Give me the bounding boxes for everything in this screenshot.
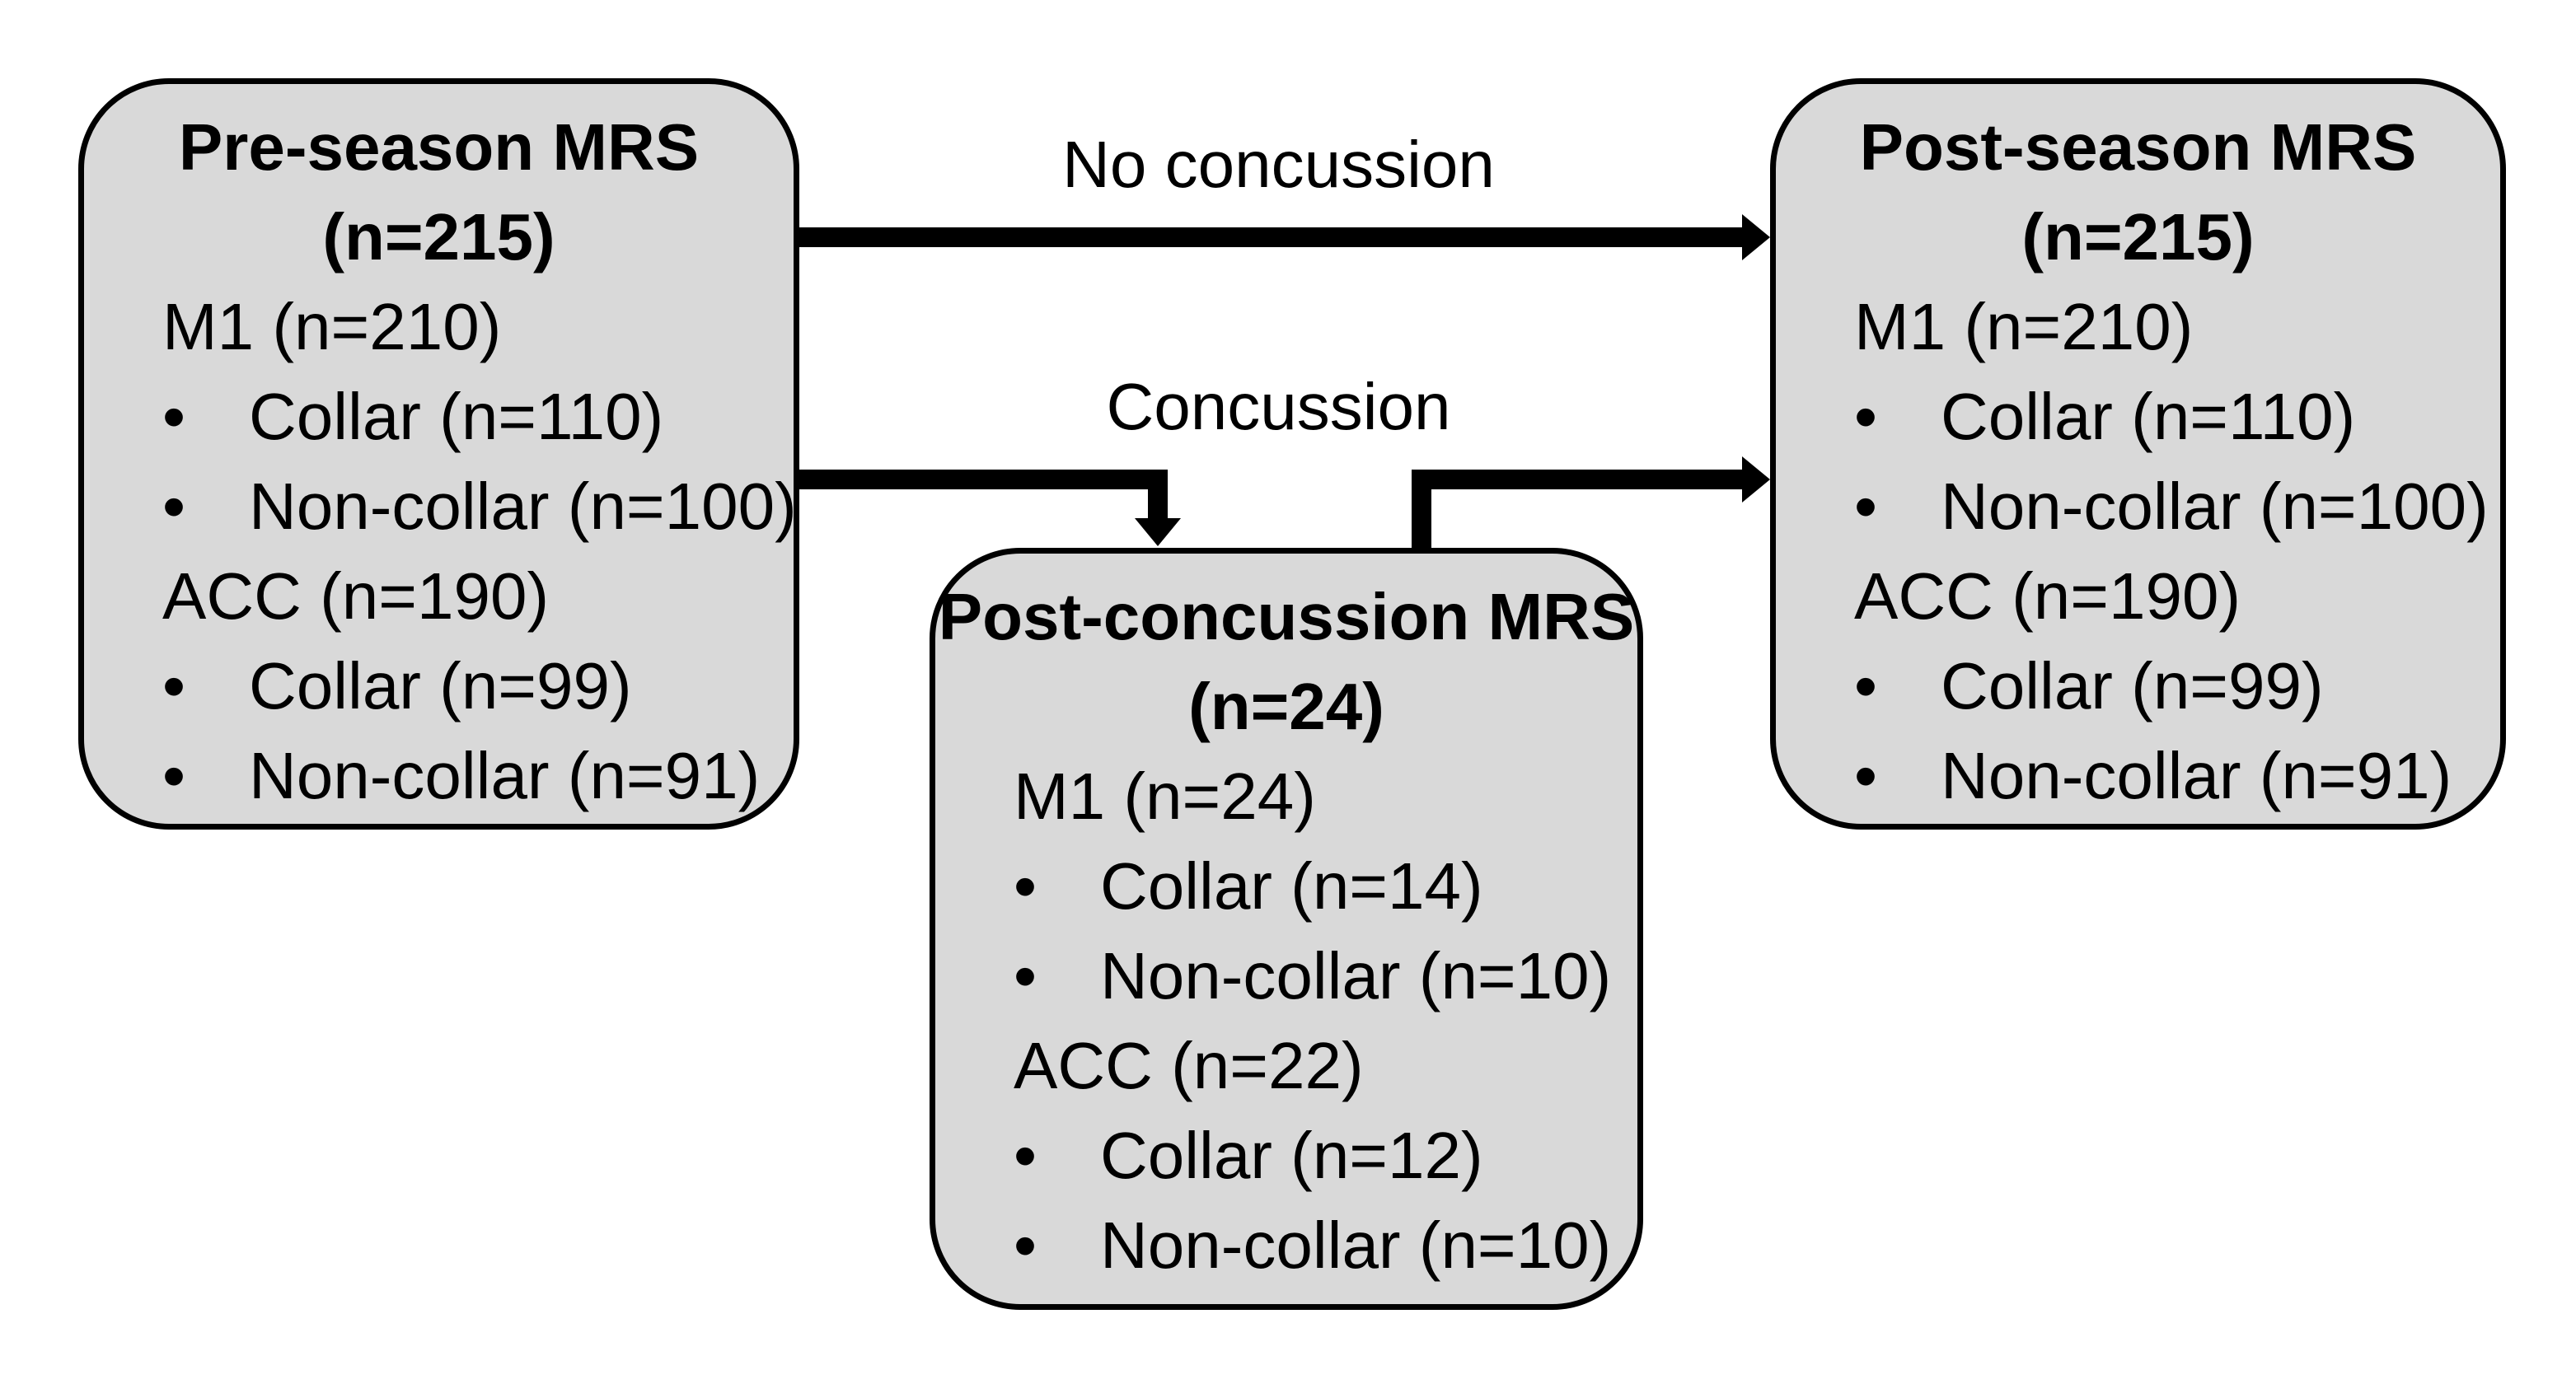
list-item-text: Collar (n=110) bbox=[249, 380, 664, 453]
bullet-icon: • bbox=[162, 380, 186, 453]
list-item-text: Collar (n=110) bbox=[1941, 380, 2356, 453]
list-item: M1 (n=210) bbox=[1776, 282, 2500, 372]
list-item-text: M1 (n=210) bbox=[1854, 290, 2194, 363]
bullet-icon: • bbox=[162, 649, 186, 722]
list-item: • Collar (n=110) bbox=[84, 372, 794, 461]
box-post-concussion-title: Post-concussion MRS bbox=[938, 580, 1635, 653]
no-concussion-arrow-shaft bbox=[787, 227, 1745, 247]
box-post-season: Post-season MRS (n=215) M1 (n=210) • Coll… bbox=[1770, 78, 2506, 830]
list-item: • Non-collar (n=10) bbox=[935, 931, 1637, 1021]
list-item: ACC (n=190) bbox=[84, 551, 794, 641]
box-post-season-subtitle: (n=215) bbox=[2021, 200, 2255, 274]
list-item: • Non-collar (n=91) bbox=[1776, 731, 2500, 821]
list-item-text: M1 (n=210) bbox=[162, 290, 502, 363]
list-item-text: M1 (n=24) bbox=[1014, 760, 1316, 833]
concussion-return-arrowhead-icon bbox=[1742, 456, 1770, 503]
concussion-down-arrow bbox=[787, 470, 1181, 546]
list-item: • Collar (n=12) bbox=[935, 1110, 1637, 1200]
list-item: • Non-collar (n=10) bbox=[935, 1200, 1637, 1290]
list-item-text: Non-collar (n=100) bbox=[249, 470, 797, 543]
concussion-return-arrow bbox=[1412, 456, 1770, 554]
bullet-icon: • bbox=[1014, 849, 1037, 923]
list-item-text: ACC (n=190) bbox=[1854, 559, 2241, 633]
list-item: ACC (n=190) bbox=[1776, 551, 2500, 641]
bullet-icon: • bbox=[162, 470, 186, 543]
list-item-text: ACC (n=190) bbox=[162, 559, 550, 633]
box-post-concussion: Post-concussion MRS (n=24) M1 (n=24) • Co… bbox=[930, 548, 1643, 1310]
list-item-text: Collar (n=99) bbox=[1941, 649, 2324, 722]
list-item: • Collar (n=99) bbox=[84, 641, 794, 731]
list-item: M1 (n=24) bbox=[935, 751, 1637, 841]
bullet-icon: • bbox=[1854, 380, 1878, 453]
list-item-text: Non-collar (n=91) bbox=[1941, 739, 2452, 812]
bullet-icon: • bbox=[1014, 1209, 1037, 1282]
list-item-text: Collar (n=12) bbox=[1100, 1119, 1483, 1192]
no-concussion-arrow bbox=[787, 214, 1770, 260]
list-item-text: Non-collar (n=10) bbox=[1100, 939, 1612, 1012]
list-item-text: Non-collar (n=91) bbox=[249, 739, 761, 812]
list-item: • Non-collar (n=100) bbox=[84, 461, 797, 551]
list-item-text: ACC (n=22) bbox=[1014, 1029, 1364, 1102]
list-item-text: Non-collar (n=100) bbox=[1941, 470, 2489, 543]
bullet-icon: • bbox=[1854, 649, 1878, 722]
concussion-return-arrow-shaft bbox=[1412, 470, 1742, 554]
concussion-down-arrow-shaft bbox=[787, 470, 1168, 520]
bullet-icon: • bbox=[1014, 1119, 1037, 1192]
list-item-text: Non-collar (n=10) bbox=[1100, 1209, 1612, 1282]
list-item: • Collar (n=110) bbox=[1776, 372, 2500, 461]
bullet-icon: • bbox=[162, 739, 186, 812]
bullet-icon: • bbox=[1854, 739, 1878, 812]
list-item: ACC (n=22) bbox=[935, 1021, 1637, 1110]
no-concussion-label: No concussion bbox=[1062, 128, 1495, 201]
list-item-text: Collar (n=99) bbox=[249, 649, 632, 722]
list-item: • Non-collar (n=91) bbox=[84, 731, 794, 821]
concussion-label: Concussion bbox=[1106, 370, 1451, 443]
list-item-text: Collar (n=14) bbox=[1100, 849, 1483, 923]
list-item: • Non-collar (n=100) bbox=[1776, 461, 2500, 551]
list-item: M1 (n=210) bbox=[84, 282, 794, 372]
list-item: • Collar (n=14) bbox=[935, 841, 1637, 931]
concussion-down-arrowhead-icon bbox=[1135, 518, 1181, 546]
no-concussion-arrowhead-icon bbox=[1742, 214, 1770, 260]
box-post-concussion-subtitle: (n=24) bbox=[1188, 670, 1384, 743]
box-post-season-title: Post-season MRS bbox=[1859, 110, 2417, 184]
list-item: • Collar (n=99) bbox=[1776, 641, 2500, 731]
box-pre-season: Pre-season MRS (n=215) M1 (n=210) • Colla… bbox=[78, 78, 799, 830]
bullet-icon: • bbox=[1854, 470, 1878, 543]
bullet-icon: • bbox=[1014, 939, 1037, 1012]
box-pre-season-title: Pre-season MRS bbox=[178, 110, 700, 184]
box-pre-season-subtitle: (n=215) bbox=[322, 200, 555, 274]
